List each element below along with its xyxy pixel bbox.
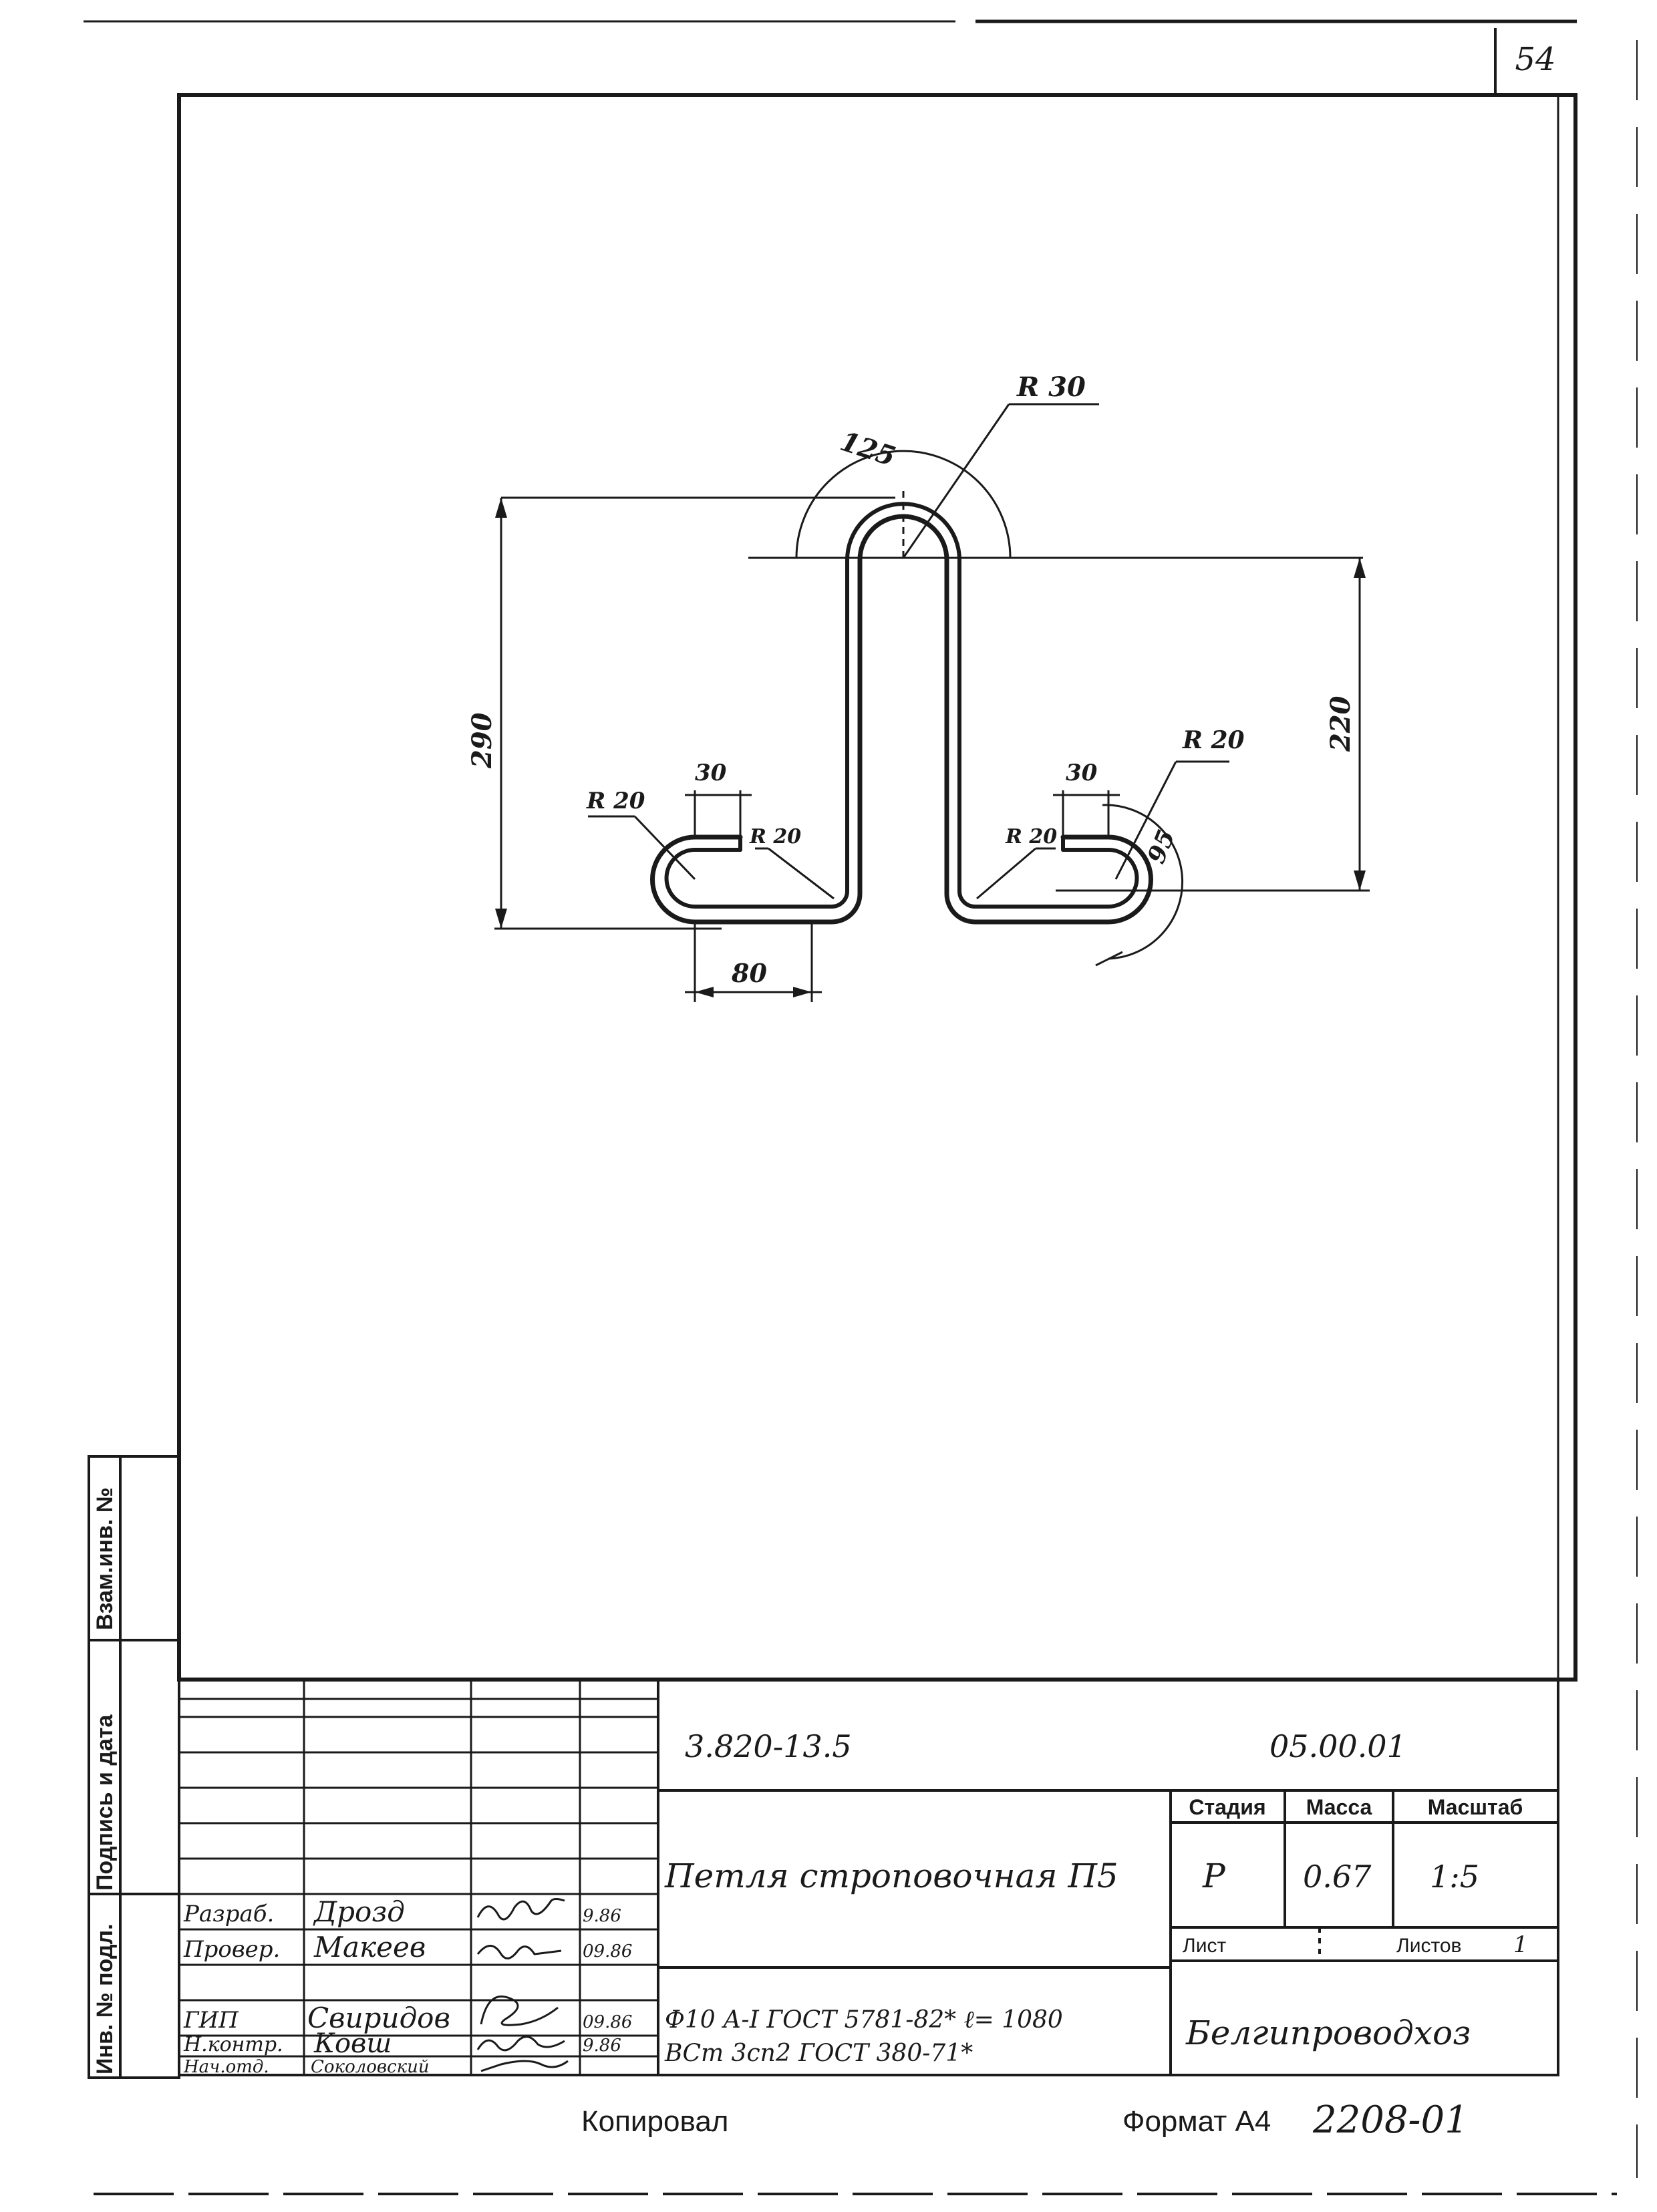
sheet-label: Лист	[1183, 1935, 1226, 1957]
name-cell: Дрозд	[313, 1895, 405, 1928]
dim-125: 125	[837, 426, 899, 473]
copied-label: Копировал	[581, 2105, 728, 2138]
organization: Белгипроводхоз	[1185, 2014, 1471, 2052]
date-cell: 9.86	[583, 2036, 621, 2056]
part-loop	[650, 502, 1153, 925]
format-label: Формат А4	[1122, 2105, 1271, 2138]
part-title: Петля строповочная П5	[664, 1857, 1118, 1895]
signature-sviridov	[480, 1996, 559, 2026]
roles-table: Разраб. Дрозд 9.86 Провер. Макеев 09.86 …	[183, 1895, 632, 2077]
header-stage: Стадия	[1189, 1795, 1265, 1819]
sheets-count: 1	[1513, 1931, 1528, 1958]
side-stamp-vzam: Взам.инв. №	[92, 1487, 118, 1630]
role-cell: Н.контр.	[183, 2033, 283, 2056]
role-cell: ГИП	[183, 2007, 239, 2034]
footer-number: 2208-01	[1312, 2098, 1469, 2142]
material-line-1: Ф10 А-I ГОСТ 5781-82* ℓ= 1080	[665, 2006, 1063, 2034]
dim-r20-left-outer: R 20	[586, 788, 645, 814]
dim-r20-left-inner: R 20	[749, 825, 801, 848]
header-mass: Масса	[1306, 1795, 1372, 1819]
dim-r20-right-inner: R 20	[1005, 825, 1057, 848]
dimension-arrows	[495, 498, 1366, 997]
date-cell: 09.86	[583, 1941, 632, 1961]
side-stamp-podpis: Подпись и дата	[92, 1714, 118, 1891]
signature-makeev	[476, 1945, 562, 1959]
signature-drozd	[476, 1898, 565, 1921]
name-cell: Макеев	[313, 1931, 426, 1963]
dim-30-right: 30	[1066, 760, 1098, 786]
signature-kovsh	[476, 2036, 565, 2052]
loop-outer-contour	[650, 514, 1153, 925]
signature-sokolovsky	[480, 2060, 569, 2072]
sheet-number: 54	[1515, 41, 1555, 78]
date-cell: 09.86	[583, 2012, 632, 2032]
role-cell: Разраб.	[183, 1901, 274, 1927]
role-cell: Провер.	[183, 1936, 280, 1963]
mass-value: 0.67	[1303, 1859, 1372, 1895]
stage-value: Р	[1202, 1857, 1226, 1895]
dimension-lines	[494, 403, 1370, 1002]
loop-inner-contour	[664, 502, 1139, 909]
role-cell: Нач.отд.	[183, 2057, 269, 2077]
doc-code: 3.820-13.5	[685, 1728, 852, 1764]
signatures	[476, 1898, 569, 2072]
name-cell: Соколовский	[311, 2057, 430, 2077]
side-stamp-inv: Инв. № подл.	[92, 1923, 118, 2074]
dim-290: 290	[466, 712, 498, 769]
dim-30-left: 30	[695, 760, 727, 786]
part-code: 05.00.01	[1269, 1728, 1406, 1764]
title-block-grid	[178, 1678, 1559, 2076]
name-cell: Свиридов	[307, 2002, 450, 2034]
dim-80: 80	[731, 958, 767, 988]
dim-r30: R 30	[1016, 371, 1086, 403]
material-line-2: ВСт 3сп2 ГОСТ 380-71*	[664, 2040, 973, 2067]
title-block-rows	[179, 1698, 658, 2058]
name-cell: Ковш	[313, 2028, 392, 2059]
dim-220: 220	[1325, 695, 1356, 752]
dim-r20-right-outer: R 20	[1182, 726, 1245, 754]
scale-value: 1:5	[1430, 1859, 1479, 1895]
date-cell: 9.86	[583, 1906, 621, 1926]
sheets-label: Листов	[1396, 1935, 1461, 1957]
header-scale: Масштаб	[1428, 1795, 1523, 1819]
